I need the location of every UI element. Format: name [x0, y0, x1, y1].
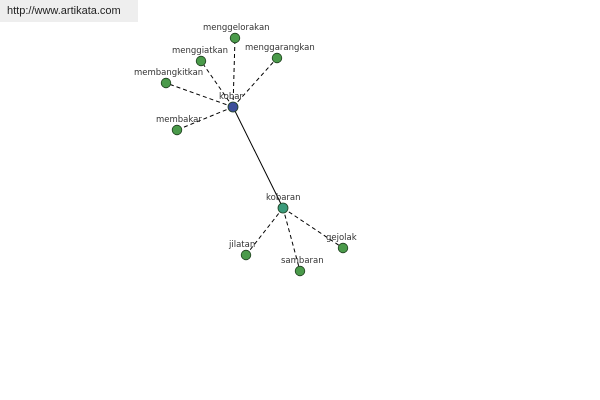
- edge-kobar-menggarangkan: [232, 57, 278, 108]
- node-sambaran[interactable]: sambaran: [281, 256, 324, 277]
- node-gejolak[interactable]: gejolak: [326, 233, 357, 254]
- node-label-menggelorakan: menggelorakan: [203, 23, 270, 33]
- edges-layer: [165, 37, 344, 272]
- node-dot-membakar[interactable]: [171, 124, 183, 136]
- node-menggarangkan[interactable]: menggarangkan: [245, 43, 315, 64]
- edge-kobaran-gejolak: [282, 207, 344, 249]
- node-membakar[interactable]: membakar: [156, 115, 202, 136]
- edge-kobar-menggiatkan: [200, 60, 234, 108]
- node-dot-jilatan[interactable]: [240, 249, 252, 261]
- node-dot-menggarangkan[interactable]: [271, 52, 283, 64]
- node-menggelorakan[interactable]: menggelorakan: [203, 23, 270, 44]
- node-label-kobar: kobar: [219, 92, 243, 102]
- edge-kobaran-sambaran: [282, 207, 301, 272]
- nodes-layer: kobar kobaran menggelorakan menggiatkan meng…: [134, 23, 357, 277]
- node-dot-gejolak[interactable]: [337, 242, 349, 254]
- node-dot-kobaran[interactable]: [277, 202, 289, 214]
- node-dot-membangkitkan[interactable]: [160, 77, 172, 89]
- node-membangkitkan[interactable]: membangkitkan: [134, 68, 203, 89]
- node-label-membangkitkan: membangkitkan: [134, 68, 203, 78]
- node-label-menggiatkan: menggiatkan: [172, 46, 228, 56]
- node-dot-kobar[interactable]: [227, 101, 239, 113]
- watermark-url: http://www.artikata.com: [0, 0, 138, 22]
- node-kobar[interactable]: kobar: [219, 92, 243, 113]
- edge-kobar-kobaran: [232, 106, 284, 209]
- node-menggiatkan[interactable]: menggiatkan: [172, 46, 228, 67]
- edge-kobar-membakar: [176, 106, 234, 131]
- node-label-membakar: membakar: [156, 115, 202, 125]
- edge-kobaran-jilatan: [245, 207, 284, 256]
- node-label-jilatan: jilatan: [228, 240, 255, 250]
- node-label-kobaran: kobaran: [266, 193, 301, 203]
- edge-kobar-menggelorakan: [232, 37, 236, 108]
- node-jilatan[interactable]: jilatan: [228, 240, 255, 261]
- edge-kobar-membangkitkan: [165, 82, 234, 108]
- node-dot-menggiatkan[interactable]: [195, 55, 207, 67]
- node-label-sambaran: sambaran: [281, 256, 324, 266]
- node-dot-menggelorakan[interactable]: [229, 32, 241, 44]
- node-label-gejolak: gejolak: [326, 233, 357, 243]
- node-kobaran[interactable]: kobaran: [266, 193, 301, 214]
- node-dot-sambaran[interactable]: [294, 265, 306, 277]
- node-label-menggarangkan: menggarangkan: [245, 43, 315, 53]
